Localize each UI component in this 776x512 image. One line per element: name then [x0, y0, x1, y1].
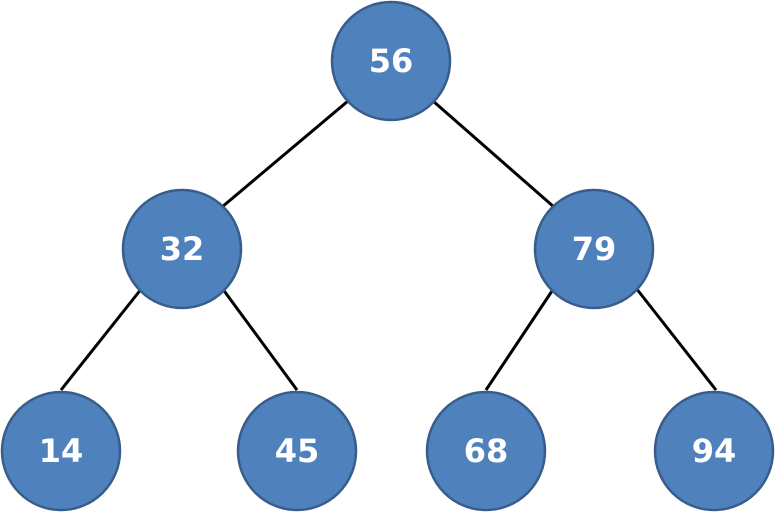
edge-right-left: [484, 287, 556, 391]
edge-left-right: [220, 287, 299, 391]
tree-edges: [59, 99, 718, 391]
tree-node-left-left: 14: [0, 390, 122, 512]
node-label-right-left: 68: [464, 432, 509, 470]
tree-node-right: 79: [533, 188, 655, 310]
tree-node-left-right: 45: [236, 390, 358, 512]
node-label-right: 79: [572, 230, 617, 268]
node-label-root: 56: [369, 42, 414, 80]
node-label-left: 32: [160, 230, 205, 268]
node-circle-left-right: [236, 390, 358, 512]
edge-root-right: [432, 99, 555, 209]
node-circle-left-left: [0, 390, 122, 512]
node-circle-root: [330, 0, 452, 122]
node-circle-left: [121, 188, 243, 310]
edge-right-right: [634, 287, 718, 391]
edge-root-left: [221, 99, 349, 209]
tree-node-right-left: 68: [425, 390, 547, 512]
tree-node-root: 56: [330, 0, 452, 122]
tree-node-left: 32: [121, 188, 243, 310]
node-label-left-right: 45: [275, 432, 320, 470]
edge-left-left: [59, 287, 144, 391]
node-circle-right: [533, 188, 655, 310]
node-label-right-right: 94: [692, 432, 737, 470]
tree-node-right-right: 94: [653, 390, 775, 512]
node-circle-right-left: [425, 390, 547, 512]
node-label-left-left: 14: [39, 432, 84, 470]
node-circle-right-right: [653, 390, 775, 512]
